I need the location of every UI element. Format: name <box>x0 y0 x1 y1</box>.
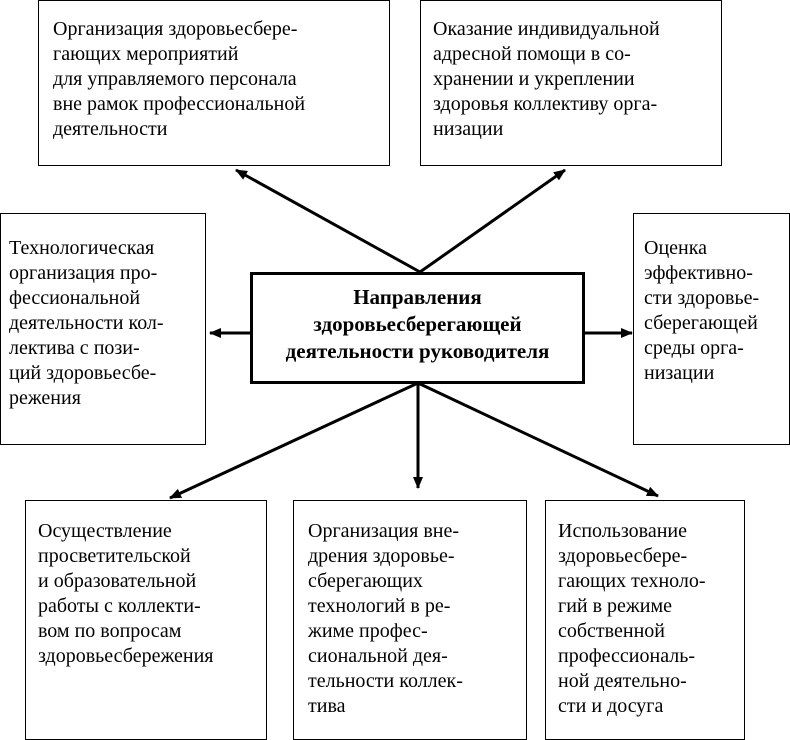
text-line: профессиональ- <box>558 645 696 667</box>
text-line: деятельности руководителя <box>285 339 550 363</box>
text-line: среды орга- <box>644 337 744 359</box>
box-top-right: Оказание индивидуальной адресной помощи в… <box>420 0 722 166</box>
text-line: здоровьесберегающей <box>313 312 522 336</box>
box-mid-left: Технологическая организация про-фессионал… <box>0 213 206 445</box>
text-line: сберегающей <box>644 312 758 334</box>
text-line: тельности коллек- <box>308 670 463 692</box>
text-line: просветительской <box>38 545 191 567</box>
box-top-left: Организация здоровьесбере-гающих меропри… <box>38 0 390 166</box>
text-line: технологий в ре- <box>308 595 451 617</box>
text-line: здоровьесбере- <box>558 545 688 567</box>
box-bottom-right: Использование здоровьесбере-гающих технол… <box>545 500 745 740</box>
text-line: дрения здоровье- <box>308 545 455 567</box>
text-line: режения <box>9 387 81 409</box>
text-line: хранении и укреплении <box>433 68 635 90</box>
text-line: и образовательной <box>38 570 197 592</box>
text-line: Технологическая <box>9 237 155 259</box>
text-line: вне рамок профессиональной <box>53 93 306 115</box>
text-line: Осуществление <box>38 520 172 542</box>
text-line: сти и досуга <box>558 695 664 717</box>
text-line: здоровьесбережения <box>38 645 214 667</box>
text-line: Организация вне- <box>308 520 459 542</box>
text-line: фессиональной <box>9 287 141 309</box>
text-line: гающих мероприятий <box>53 43 239 65</box>
text-line: Организация здоровьесбере- <box>53 18 298 40</box>
arrow-to-bottom-left <box>169 381 419 500</box>
text-line: низации <box>644 362 715 384</box>
text-line: адресной помощи в со- <box>433 43 631 65</box>
text-line: вом по вопросам <box>38 620 182 642</box>
arrow-to-bottom-right <box>417 381 659 498</box>
text-line: работы с коллекти- <box>38 595 201 617</box>
text-line: ций здоровьесбе- <box>9 362 157 384</box>
box-bottom-left: Осуществление просветительской и образоват… <box>25 500 267 740</box>
arrow-to-top-left <box>235 168 421 274</box>
box-bottom-center: Организация вне-дрения здоровье-сберегаю… <box>293 500 527 740</box>
text-line: тива <box>308 695 346 717</box>
text-line: сиональной дея- <box>308 645 448 667</box>
text-line: сберегающих <box>308 570 423 592</box>
text-line: ной деятельно- <box>558 670 687 692</box>
text-line: гающих техноло- <box>558 570 706 592</box>
text-line: для управляемого персонала <box>53 68 297 90</box>
text-line: деятельности кол- <box>9 312 164 334</box>
text-line: Направления <box>353 285 482 309</box>
text-line: эффективно- <box>644 262 753 284</box>
text-line: сти здоровье- <box>644 287 760 309</box>
text-line: деятельности <box>53 118 168 140</box>
text-line: Использование <box>558 520 687 542</box>
text-line: Оценка <box>644 237 708 259</box>
box-mid-right: Оценка эффективно-сти здоровье-сберегающе… <box>633 213 790 445</box>
text-line: собственной <box>558 620 665 642</box>
center-box: Направления здоровьесберегающей деятельнос… <box>250 272 585 384</box>
text-line: организация про- <box>9 262 158 284</box>
text-line: гий в режиме <box>558 595 672 617</box>
text-line: Оказание индивидуальной <box>433 18 660 40</box>
text-line: лектива с пози- <box>9 337 140 359</box>
text-line: жиме профес- <box>308 620 428 642</box>
text-line: низации <box>433 118 504 140</box>
text-line: здоровья коллективу орга- <box>433 93 658 115</box>
arrow-to-top-right <box>419 168 566 274</box>
